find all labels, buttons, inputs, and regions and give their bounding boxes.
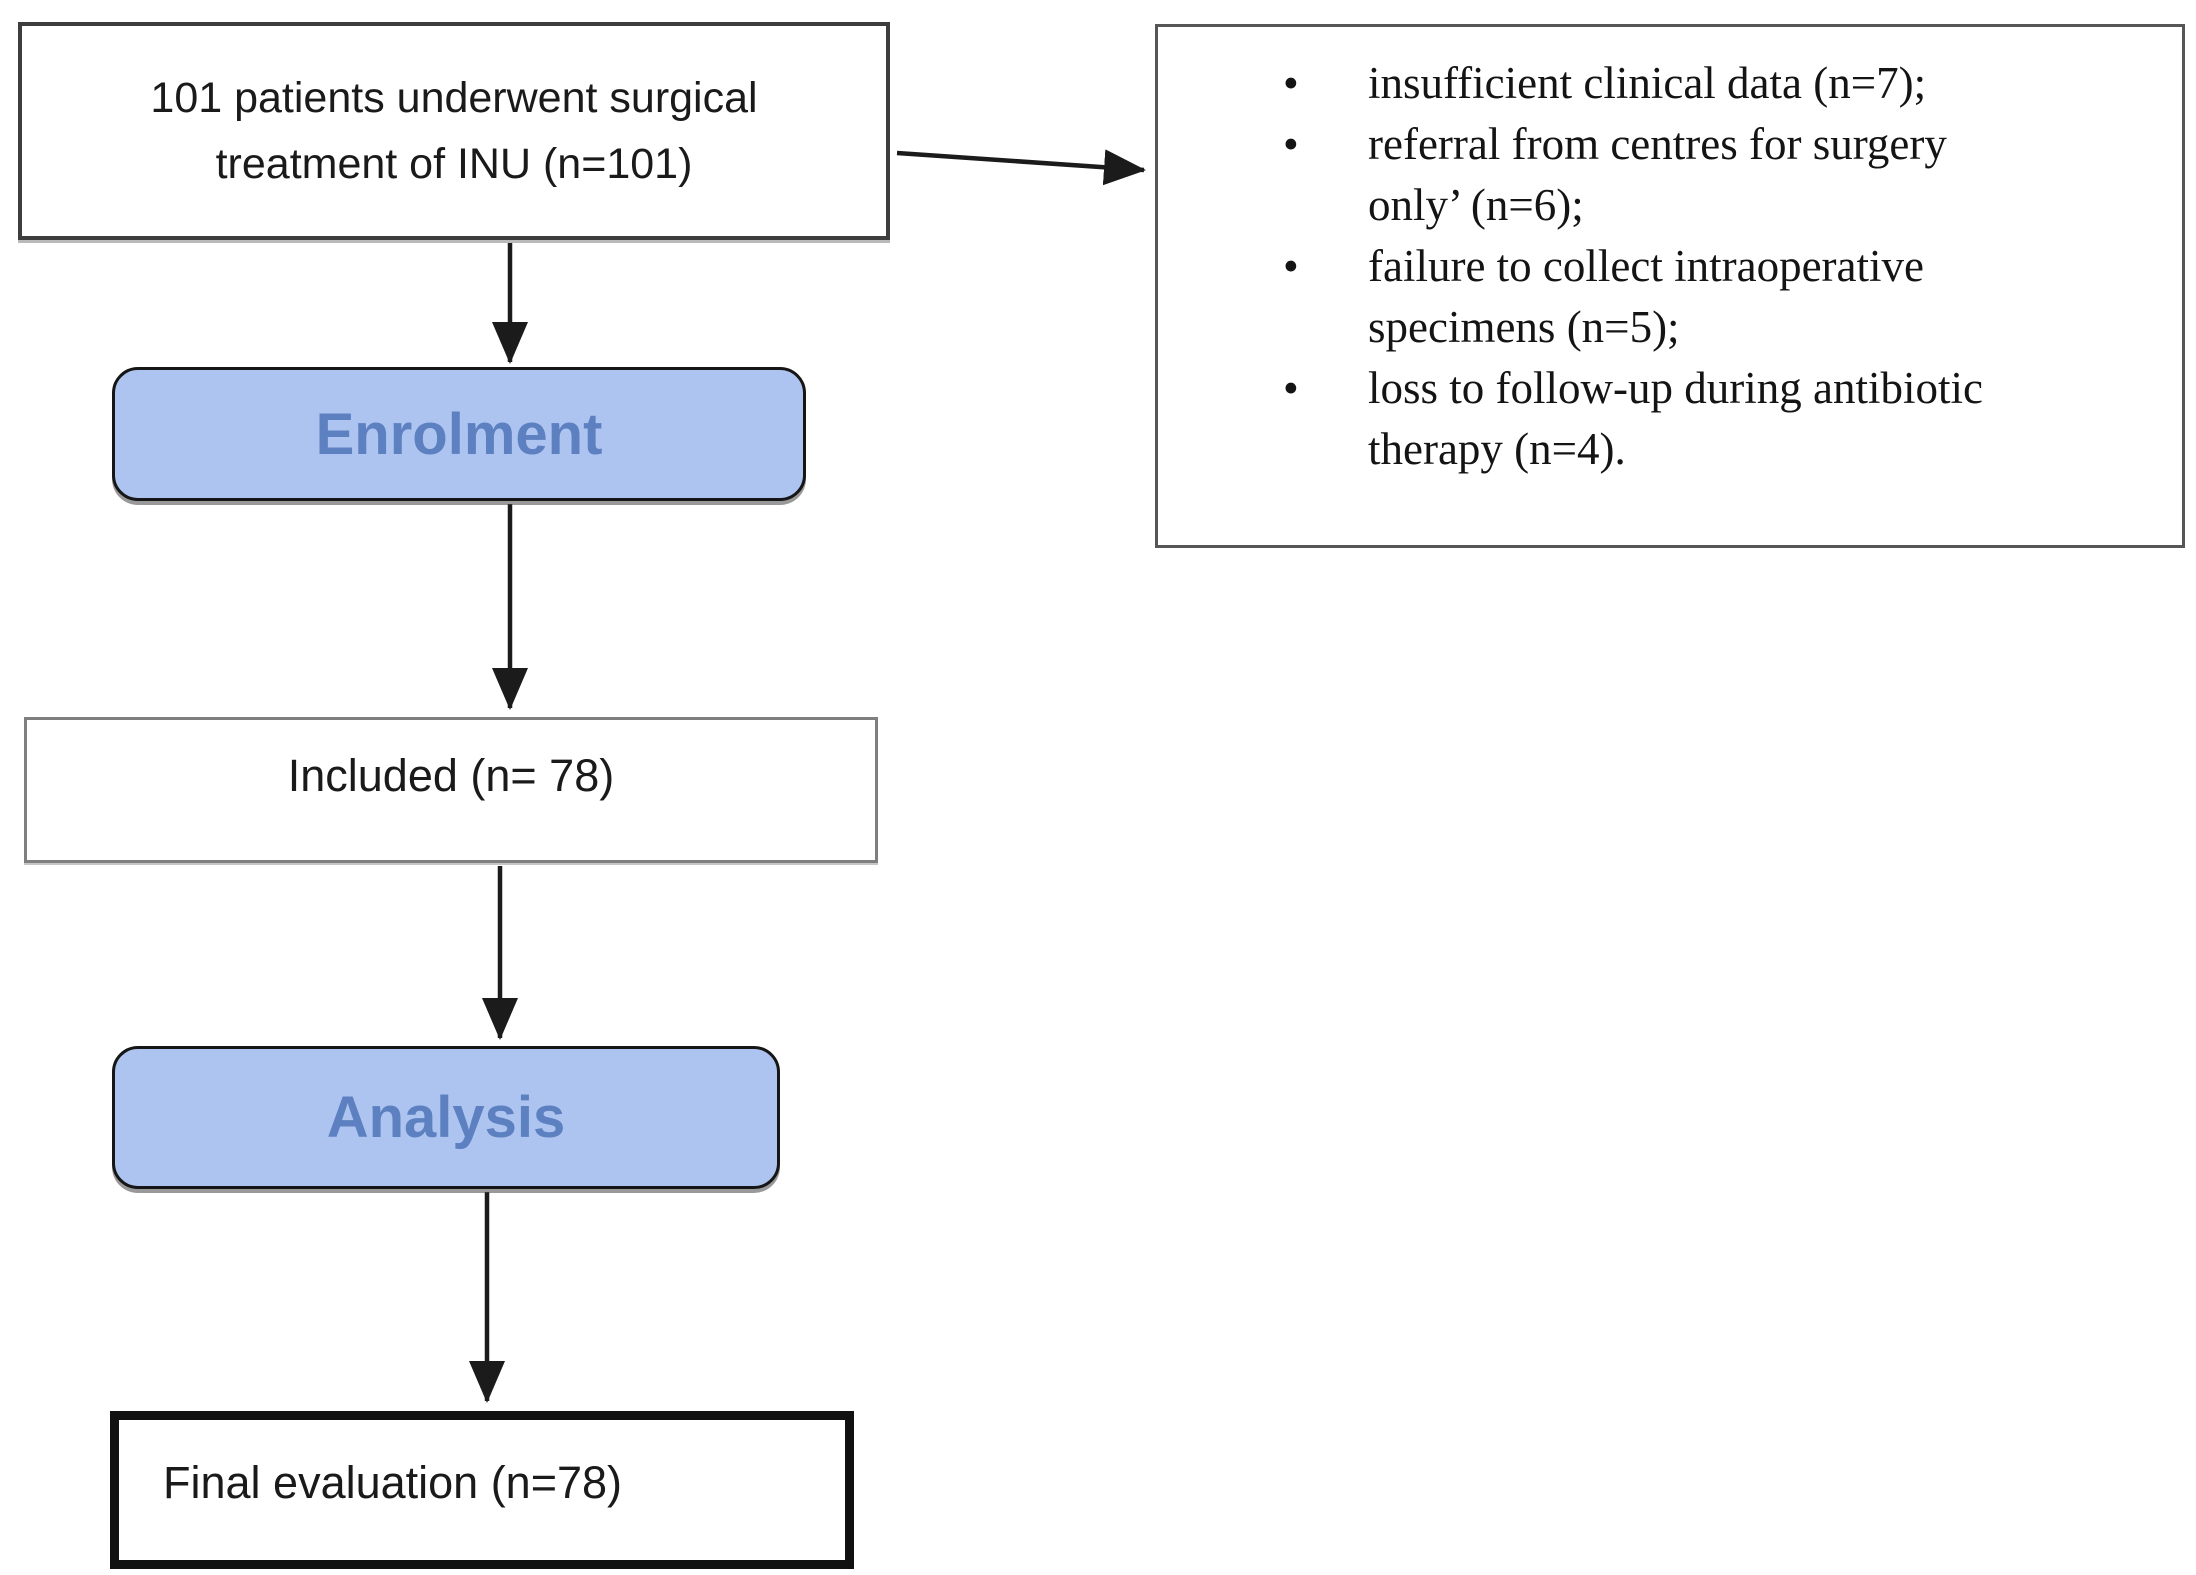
start-box-text-line1: 101 patients underwent surgical xyxy=(150,74,758,122)
exclusion-item-text: failure to collect intraoperative specim… xyxy=(1368,241,1924,352)
bullet-icon: • xyxy=(1283,363,1299,413)
exclusions-list: • insufficient clinical data (n=7); • re… xyxy=(1158,27,2182,480)
enrolment-stage-label: Enrolment xyxy=(315,401,603,467)
included-box: Included (n= 78) xyxy=(24,717,878,863)
arrow-start-to-exclusions xyxy=(896,149,1146,186)
exclusion-item-text: loss to follow-up during antibiotic ther… xyxy=(1368,363,1983,474)
analysis-stage-label: Analysis xyxy=(326,1085,566,1150)
exclusion-item: • insufficient clinical data (n=7); xyxy=(1283,53,2008,114)
final-evaluation-text: Final evaluation (n=78) xyxy=(163,1457,623,1508)
exclusion-item-text: insufficient clinical data (n=7); xyxy=(1368,58,1927,108)
start-box: 101 patients underwent surgical treatmen… xyxy=(18,22,890,240)
exclusion-item: • failure to collect intraoperative spec… xyxy=(1283,236,2008,358)
exclusions-box: • insufficient clinical data (n=7); • re… xyxy=(1155,24,2185,548)
bullet-icon: • xyxy=(1283,58,1299,108)
final-evaluation-box: Final evaluation (n=78) xyxy=(110,1411,854,1569)
exclusion-item: • loss to follow-up during antibiotic th… xyxy=(1283,358,2008,480)
exclusion-item-text: referral from centres for surgery only’ … xyxy=(1368,119,1947,230)
included-box-text: Included (n= 78) xyxy=(287,750,615,801)
exclusion-item: • referral from centres for surgery only… xyxy=(1283,114,2008,236)
enrolment-stage-box: Enrolment xyxy=(112,367,806,501)
start-box-text-line2: treatment of INU (n=101) xyxy=(215,140,693,188)
analysis-stage-box: Analysis xyxy=(112,1046,780,1189)
bullet-icon: • xyxy=(1283,241,1299,291)
bullet-icon: • xyxy=(1283,119,1299,169)
